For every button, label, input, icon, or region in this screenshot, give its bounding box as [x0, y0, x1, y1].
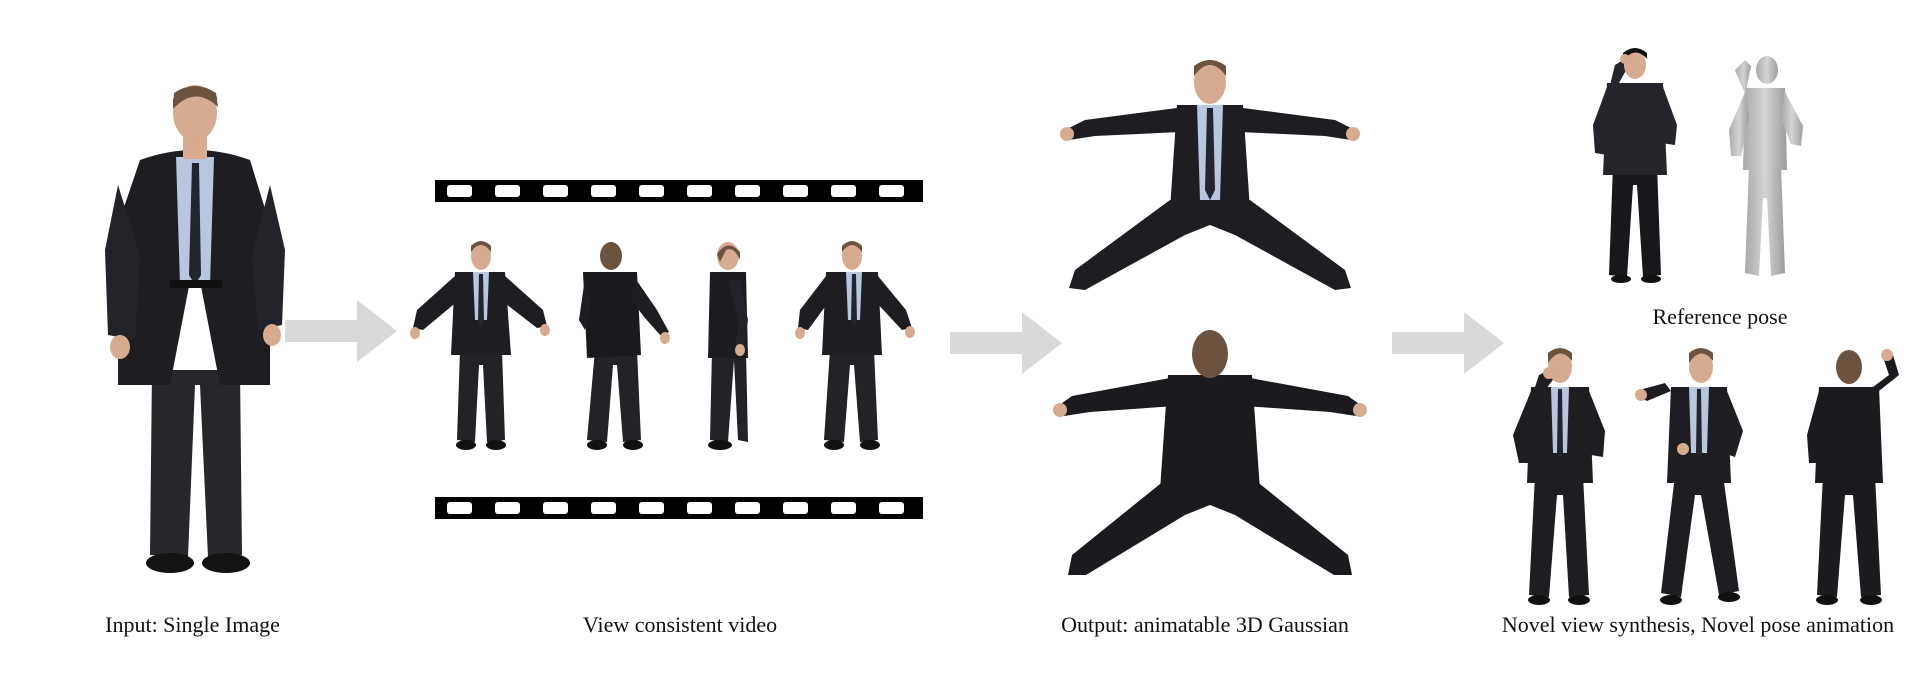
- video-frame-three-quarter: [795, 241, 915, 450]
- gaussian-avatar-front: [1060, 60, 1360, 290]
- reference-pose-person: [1593, 48, 1677, 283]
- arrow-right-icon: [1392, 312, 1504, 374]
- input-person-image: [105, 85, 285, 573]
- input-caption: Input: Single Image: [105, 612, 280, 637]
- novel-pose-front: [1513, 348, 1605, 605]
- arrow-right-icon: [285, 300, 397, 362]
- reference-pose-mesh: [1729, 56, 1803, 276]
- gaussian-avatar-back: [1053, 330, 1367, 575]
- video-caption: View consistent video: [582, 612, 778, 637]
- novel-caption: Novel view synthesis, Novel pose animati…: [1501, 612, 1895, 637]
- film-strip-top: [435, 180, 923, 202]
- video-frame-back: [579, 242, 670, 450]
- film-strip-bottom: [435, 497, 923, 519]
- novel-pose-turned: [1635, 348, 1743, 605]
- novel-pose-back: [1807, 349, 1899, 605]
- arrow-right-icon: [950, 312, 1062, 374]
- video-frame-side: [708, 242, 748, 450]
- output-caption: Output: animatable 3D Gaussian: [1061, 612, 1349, 637]
- video-frame-front: [410, 241, 550, 450]
- reference-caption: Reference pose: [1652, 304, 1788, 329]
